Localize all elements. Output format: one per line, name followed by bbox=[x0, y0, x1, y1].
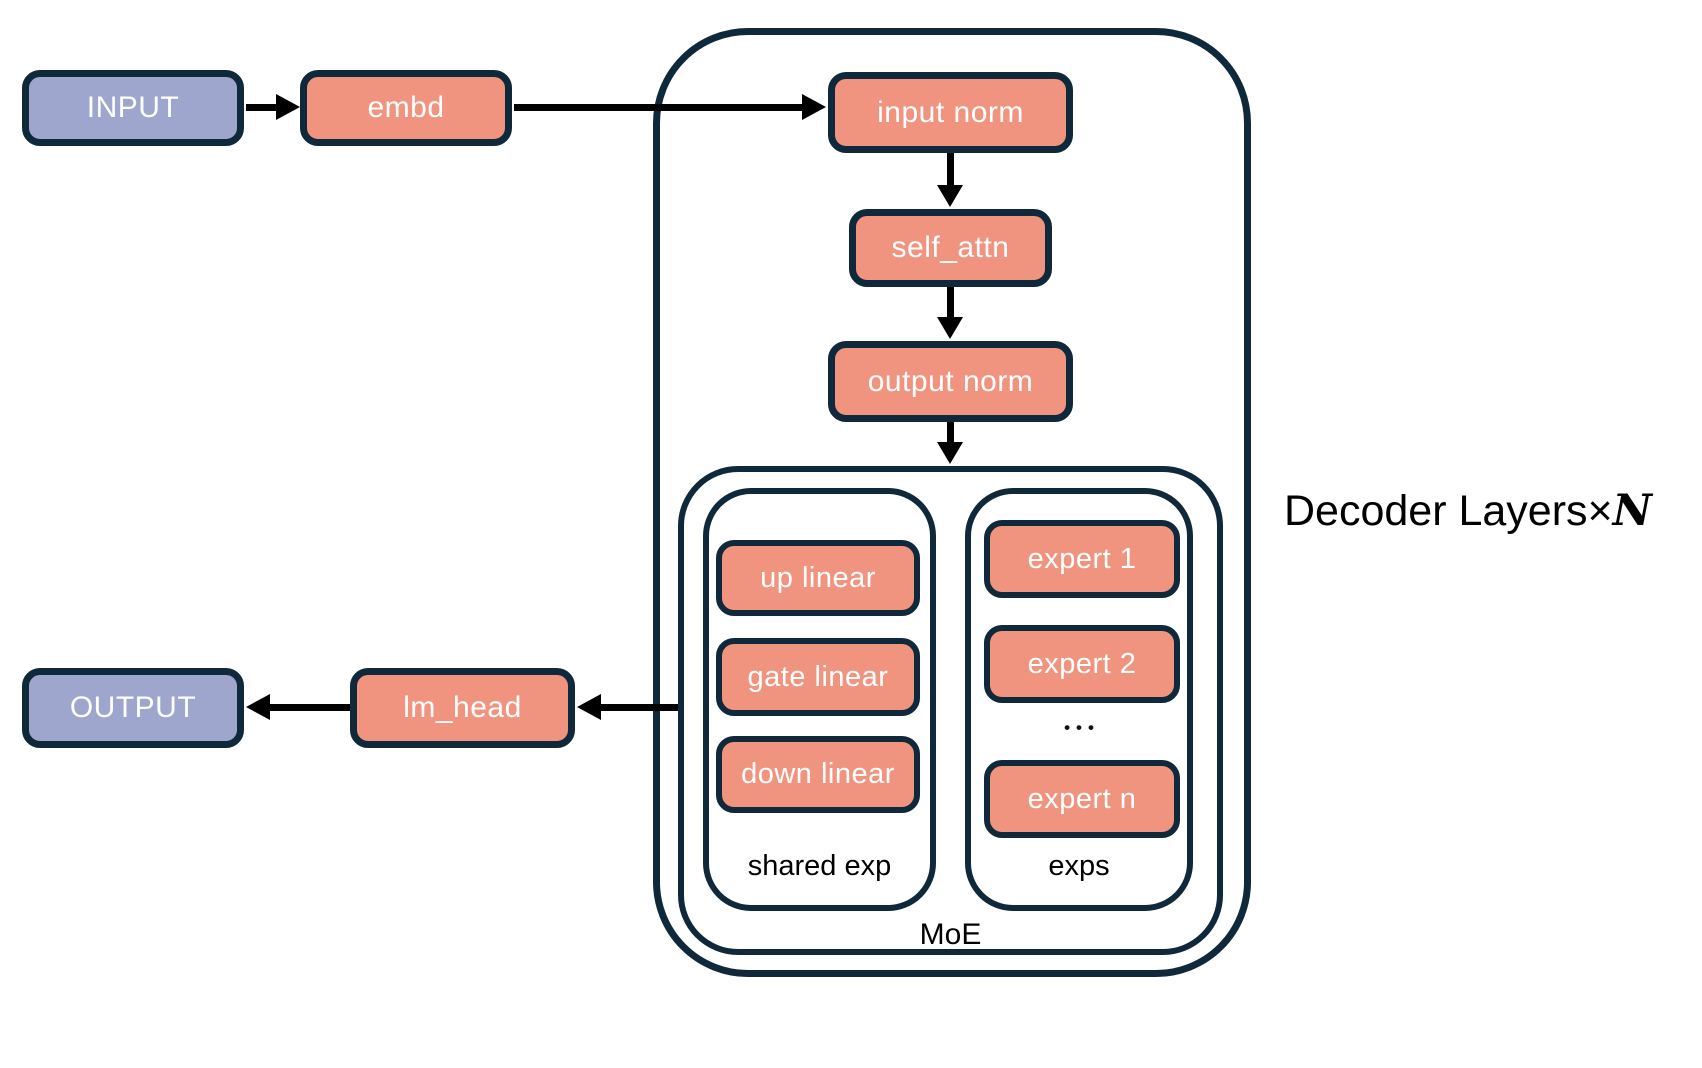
output-node: OUTPUT bbox=[22, 668, 244, 748]
output-norm-node: output norm bbox=[828, 341, 1073, 422]
expert-1-node: expert 1 bbox=[984, 520, 1180, 598]
times-sign: × bbox=[1587, 487, 1613, 535]
input-node: INPUT bbox=[22, 70, 244, 146]
embd-node: embd bbox=[300, 70, 512, 146]
expert-n-node: expert n bbox=[984, 760, 1180, 838]
expert-2-node: expert 2 bbox=[984, 625, 1180, 703]
decoder-layers-caption: Decoder Layers×N bbox=[1284, 486, 1652, 536]
down-linear-node: down linear bbox=[716, 736, 920, 813]
lm-head-node: lm_head bbox=[350, 668, 575, 748]
decoder-layers-text: Decoder Layers bbox=[1284, 487, 1588, 535]
input-norm-node: input norm bbox=[828, 72, 1073, 153]
self-attn-node: self_attn bbox=[849, 209, 1052, 287]
exps-label: exps bbox=[1048, 849, 1110, 882]
moe-label: MoE bbox=[919, 918, 982, 951]
shared-exp-label: shared exp bbox=[747, 849, 892, 882]
n-variable: N bbox=[1612, 486, 1652, 536]
up-linear-node: up linear bbox=[716, 540, 920, 616]
experts-ellipsis: ••• bbox=[1064, 718, 1100, 737]
gate-linear-node: gate linear bbox=[716, 638, 920, 716]
